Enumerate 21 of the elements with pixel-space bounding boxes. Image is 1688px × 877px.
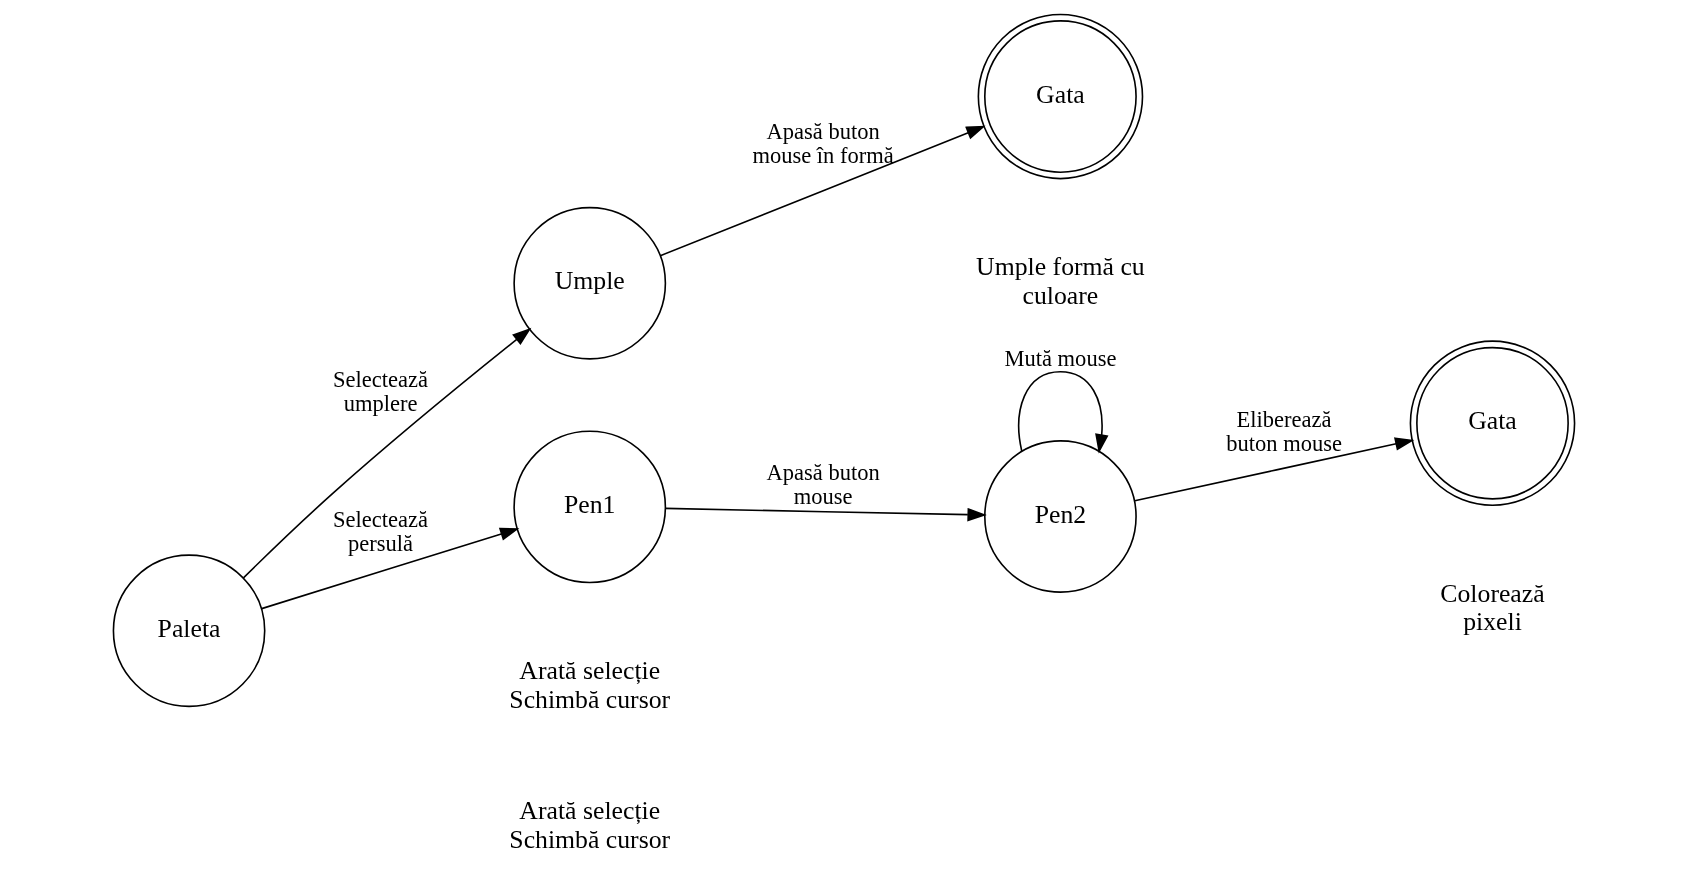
edge-label: Selectează persulă bbox=[333, 506, 429, 556]
label: Arată selecție Schimbă cursor bbox=[509, 795, 671, 854]
edge-label: Selectează umplere bbox=[333, 366, 429, 416]
edge-label: Mută mouse bbox=[1004, 345, 1117, 371]
arrow bbox=[242, 327, 532, 579]
node-circle: Pen1 bbox=[513, 430, 667, 584]
node-circle: Gata bbox=[1409, 340, 1576, 507]
arrow bbox=[664, 507, 987, 522]
arrow bbox=[260, 527, 520, 610]
edge-label: Eliberează buton mouse bbox=[1226, 406, 1342, 456]
edge-label: Apasă buton mouse în formă bbox=[752, 118, 894, 168]
label: Colorează pixeli bbox=[1440, 578, 1545, 637]
node-circle: Paleta bbox=[112, 554, 266, 708]
arrow bbox=[1018, 370, 1109, 454]
arrow bbox=[659, 125, 986, 257]
edge-label: Apasă buton mouse bbox=[766, 459, 880, 509]
node-circle: Gata bbox=[977, 13, 1144, 180]
label: Arată selecție Schimbă cursor bbox=[509, 655, 671, 714]
arrow bbox=[1134, 437, 1415, 502]
label: Umple formă cu culoare bbox=[976, 251, 1145, 310]
node-circle: Pen2 bbox=[984, 440, 1137, 593]
